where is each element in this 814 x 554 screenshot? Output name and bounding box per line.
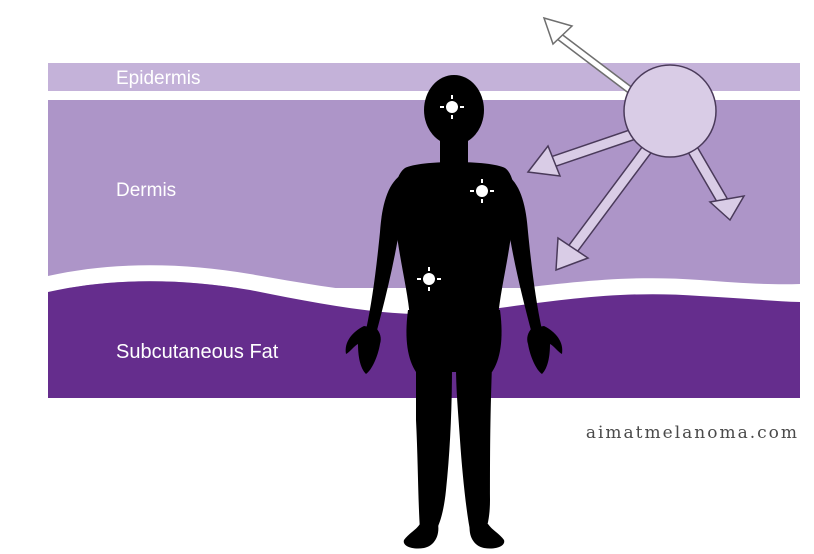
- epidermis-label: Epidermis: [116, 68, 200, 89]
- dermis-label: Dermis: [116, 180, 176, 201]
- subcutaneous-fat-label: Subcutaneous Fat: [116, 341, 279, 363]
- tumor-circle-icon: [624, 65, 716, 157]
- source-credit: aimatmelanoma.com: [586, 423, 799, 443]
